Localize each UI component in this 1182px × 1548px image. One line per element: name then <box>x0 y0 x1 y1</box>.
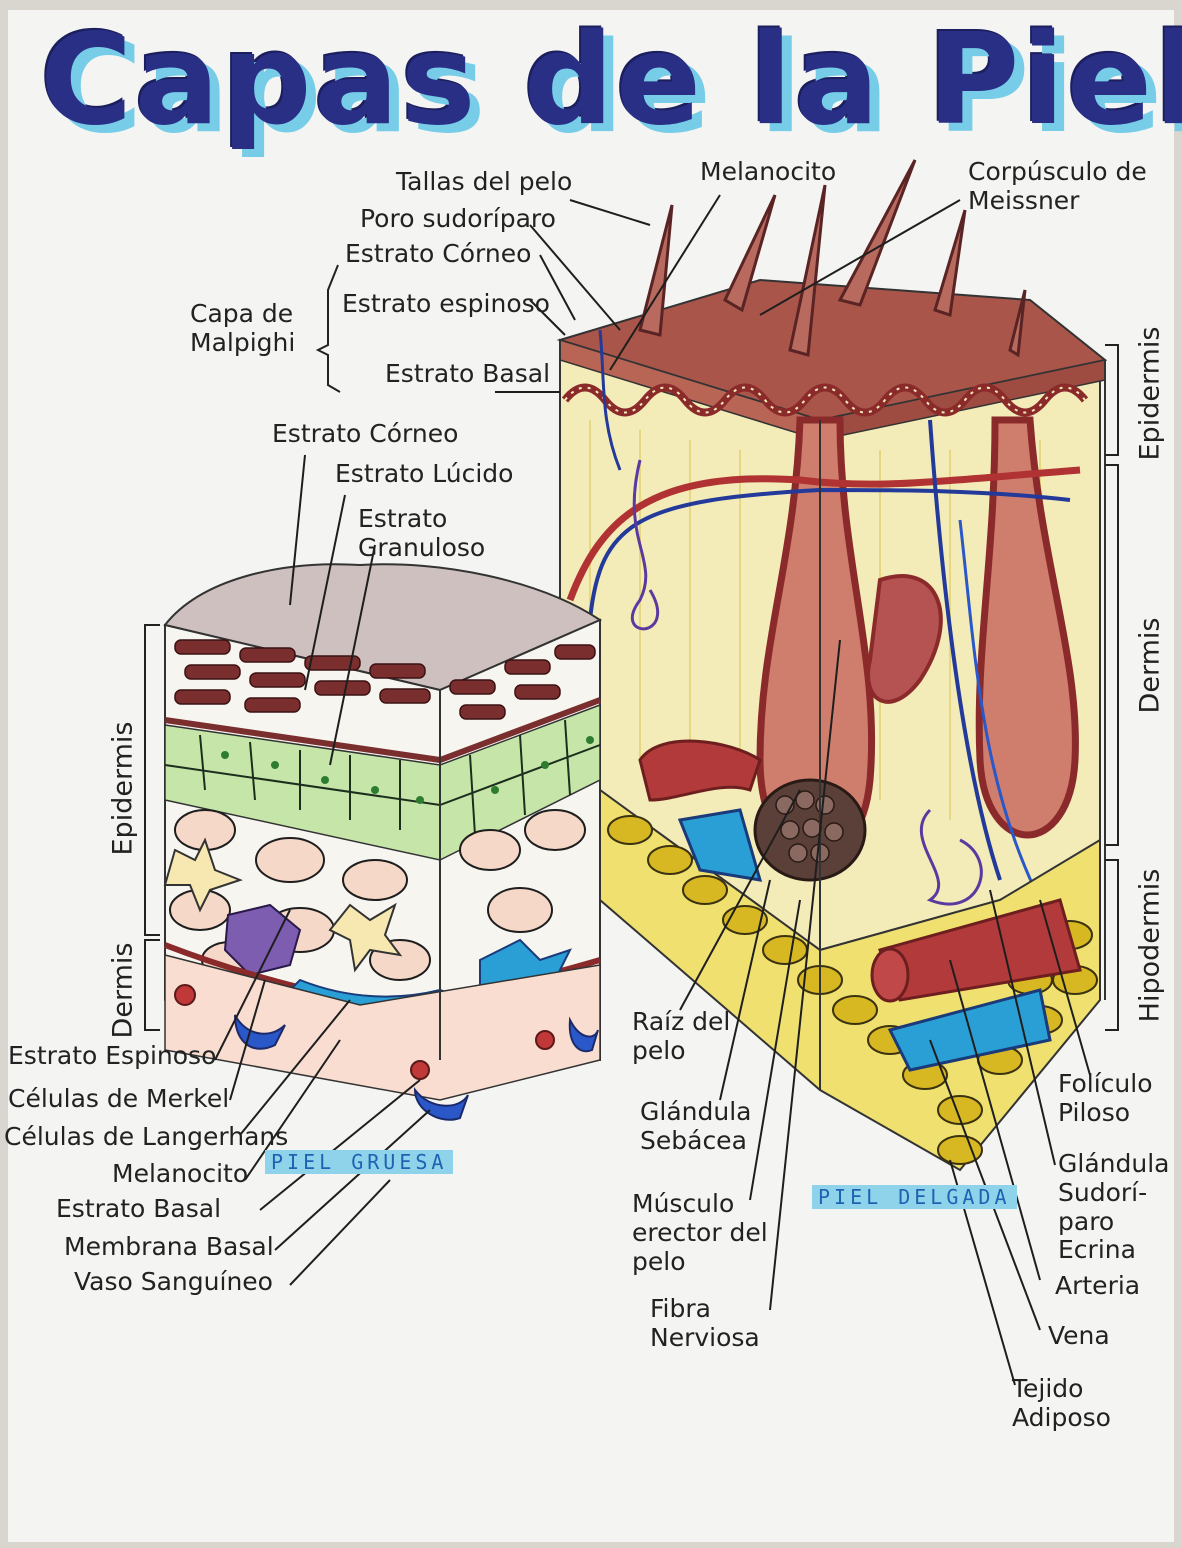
label-malpighi: Capa de Malpighi <box>190 300 315 358</box>
label-langerhans: Células de Langerhans <box>4 1123 288 1152</box>
label-hair-root: Raíz del pelo <box>632 1008 747 1066</box>
label-sebaceous: Glándula Sebácea <box>640 1098 780 1156</box>
thick-skin-illustration <box>165 564 600 1120</box>
label-basal-thin: Estrato Basal <box>385 360 550 389</box>
label-meissner: Corpúsculo de Meissner <box>968 158 1158 216</box>
label-lucidum: Estrato Lúcido <box>335 460 513 489</box>
label-sweat-pore: Poro sudoríparo <box>360 205 556 234</box>
label-melanocyte-thin: Melanocito <box>700 158 836 187</box>
caption-thick-skin: PIEL GRUESA <box>265 1150 453 1174</box>
label-follicle: Folículo Piloso <box>1058 1070 1168 1128</box>
label-adipose: Tejido Adiposo <box>1012 1375 1142 1433</box>
label-sweat-gland: Glándula Sudorí- paro Ecrina <box>1058 1150 1173 1265</box>
label-spinosum-thin: Estrato espinoso <box>342 290 550 319</box>
layer-epidermis-thin: Epidermis <box>1135 331 1166 461</box>
label-artery: Arteria <box>1055 1272 1140 1301</box>
label-melanocyte-thick: Melanocito <box>112 1160 248 1189</box>
layer-hypodermis-thin: Hipodermis <box>1135 866 1166 1026</box>
label-arrector-muscle: Músculo erector del pelo <box>632 1190 772 1276</box>
label-basal-thick: Estrato Basal <box>56 1195 221 1224</box>
label-vein: Vena <box>1048 1322 1110 1351</box>
layer-epidermis-thick: Epidermis <box>108 726 139 856</box>
label-hair-shafts: Tallas del pelo <box>396 168 572 197</box>
layer-dermis-thick: Dermis <box>108 936 139 1046</box>
label-spinosum-thick: Estrato Espinoso <box>8 1042 216 1071</box>
label-nerve: Fibra Nerviosa <box>650 1295 790 1353</box>
layer-dermis-thin: Dermis <box>1135 606 1166 726</box>
label-basement-membrane: Membrana Basal <box>64 1233 274 1262</box>
label-corneum-thick: Estrato Córneo <box>272 420 458 449</box>
label-merkel: Células de Merkel <box>8 1085 229 1114</box>
caption-thin-skin: PIEL DELGADA <box>812 1185 1017 1209</box>
label-blood-vessel: Vaso Sanguíneo <box>74 1268 273 1297</box>
label-corneum-thin: Estrato Córneo <box>345 240 531 269</box>
label-granulosum: Estrato Granuloso <box>358 505 508 563</box>
